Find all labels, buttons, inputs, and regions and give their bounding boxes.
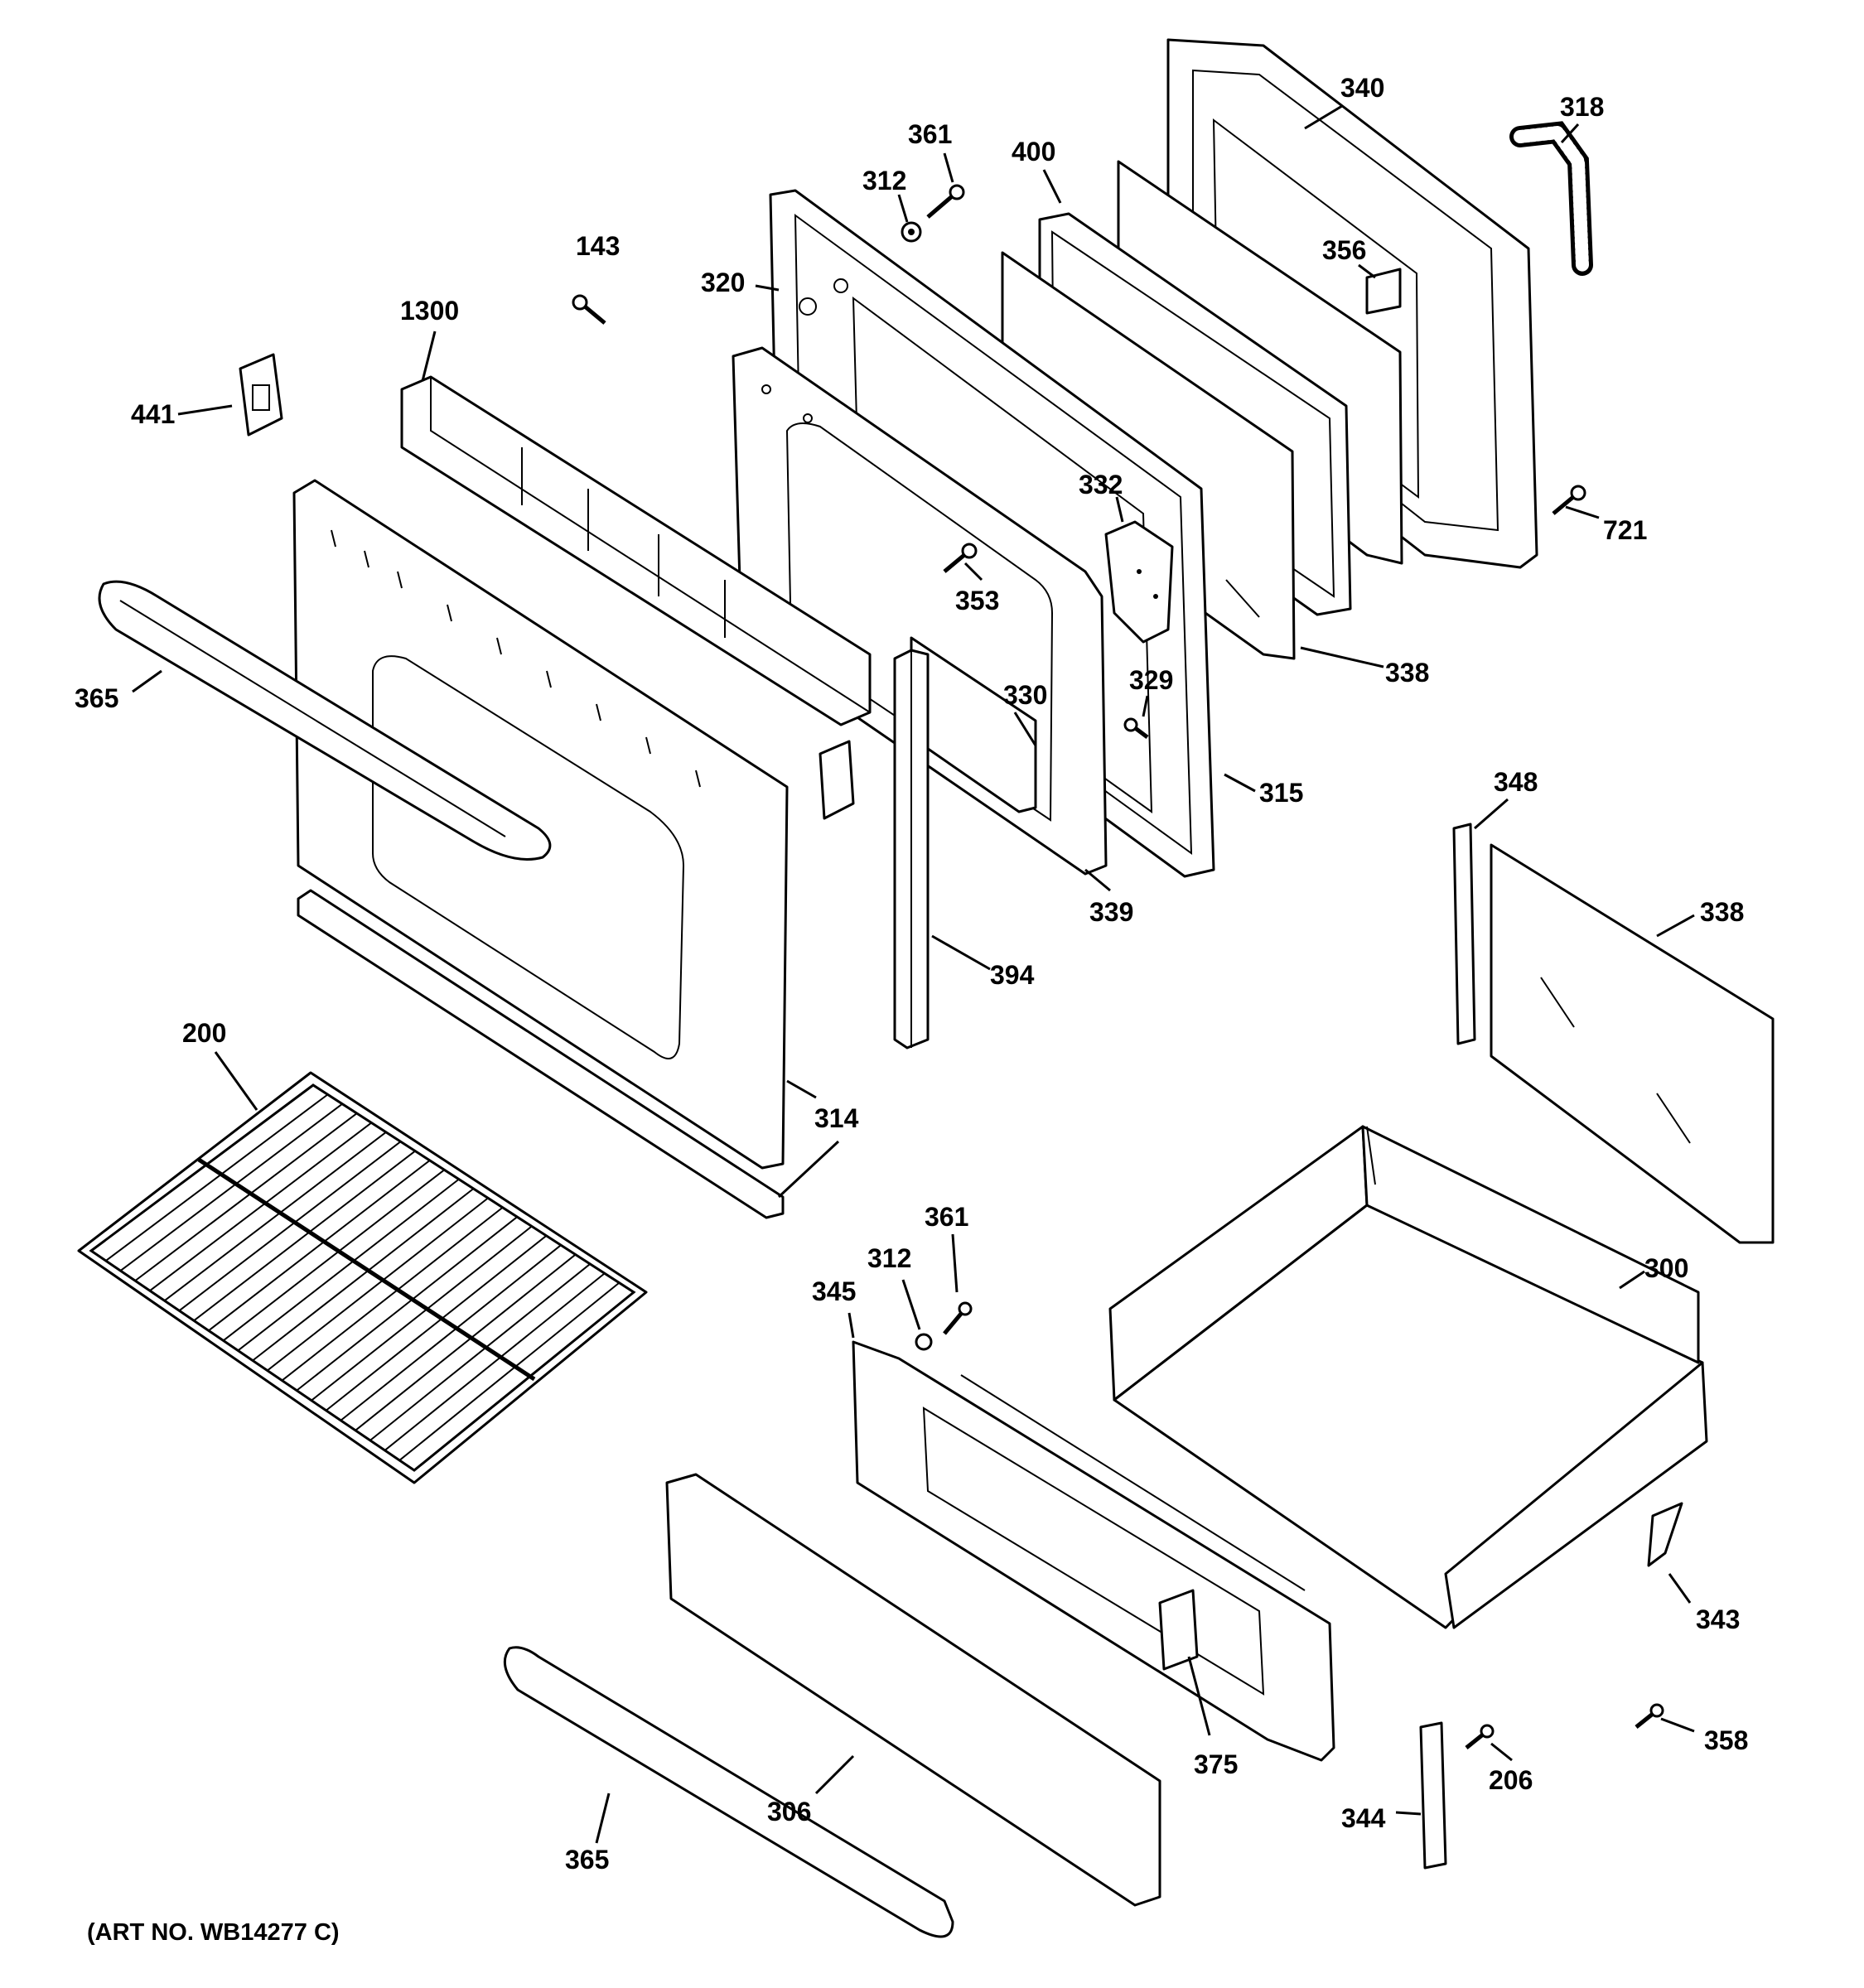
rack-wire	[384, 1272, 606, 1451]
rack-wire	[252, 1188, 475, 1362]
roller-343	[1647, 1502, 1683, 1567]
callout-300: 300	[1644, 1253, 1688, 1283]
callout-332: 332	[1079, 470, 1123, 499]
rack-wire	[296, 1216, 518, 1392]
callout-330: 330	[1003, 680, 1047, 710]
hinge-bracket	[819, 740, 855, 820]
insulation-332	[1104, 520, 1174, 644]
bracket-441	[239, 353, 283, 437]
vent-trim-1300	[400, 375, 872, 726]
rack-wire	[237, 1178, 460, 1352]
callout-312-lower: 312	[867, 1243, 911, 1273]
rack-wire	[178, 1141, 402, 1312]
callout-353: 353	[955, 586, 999, 615]
nut-312-lower	[915, 1333, 933, 1351]
rack-wire	[134, 1112, 358, 1281]
rack-wire	[355, 1253, 577, 1431]
rack-wire	[119, 1103, 343, 1271]
rack-wire	[267, 1197, 489, 1372]
callout-315: 315	[1259, 778, 1303, 808]
callout-312-upper: 312	[862, 166, 906, 195]
nut-312-upper	[901, 221, 922, 243]
callout-339: 339	[1089, 897, 1133, 927]
door-bottom-trim-314	[297, 889, 785, 1219]
callout-340: 340	[1340, 73, 1384, 103]
screw-206	[1465, 1724, 1495, 1749]
bracket-356	[1358, 263, 1402, 315]
oven-rack-200	[77, 1071, 648, 1484]
rack-wire	[398, 1281, 621, 1461]
callout-306: 306	[767, 1797, 811, 1826]
callout-365-upper: 365	[75, 683, 118, 713]
leader-lines	[132, 104, 1695, 1844]
art-number: (ART NO. WB14277 C)	[87, 1919, 340, 1946]
rack-wire	[208, 1160, 431, 1332]
bracket-375	[1158, 1589, 1199, 1671]
drawer-front-frame-345	[852, 1340, 1335, 1762]
screw-358	[1635, 1703, 1664, 1729]
rack-wire	[311, 1225, 533, 1402]
callout-375: 375	[1194, 1749, 1238, 1779]
door-gasket-318	[1509, 121, 1593, 276]
side-trim-394	[893, 649, 930, 1049]
rack-wire	[149, 1122, 372, 1291]
rack-wire	[326, 1235, 548, 1411]
rack-wire	[193, 1150, 416, 1322]
screw-361-lower	[943, 1301, 973, 1335]
callout-361-lower: 361	[925, 1202, 968, 1232]
callout-206: 206	[1489, 1765, 1533, 1795]
callout-365-lower: 365	[565, 1845, 609, 1875]
rack-wire	[369, 1263, 591, 1441]
screw-721	[1552, 485, 1586, 515]
callout-348: 348	[1494, 767, 1538, 797]
rack-wire	[164, 1132, 387, 1302]
screw-329	[1123, 717, 1149, 739]
screw-361-upper	[926, 184, 965, 219]
callout-1300: 1300	[400, 296, 459, 326]
rail-344	[1419, 1721, 1447, 1870]
rack-wire	[105, 1093, 329, 1262]
callout-320: 320	[701, 268, 745, 297]
rack-wire	[340, 1244, 562, 1421]
drawer-glass-338	[1490, 843, 1775, 1244]
callout-721: 721	[1603, 515, 1647, 545]
callout-labels: 340 318 361 400 312 143 320 356 1300 441…	[75, 73, 1748, 1946]
callout-361-upper: 361	[908, 119, 952, 149]
callout-441: 441	[131, 399, 175, 429]
screw-143	[572, 294, 606, 325]
callout-344: 344	[1341, 1803, 1386, 1833]
rack-wire	[281, 1206, 504, 1382]
callout-200: 200	[182, 1018, 226, 1048]
drawer-box-300	[1108, 1125, 1708, 1629]
rail-348	[1452, 823, 1476, 1045]
callout-338-lower: 338	[1700, 897, 1744, 927]
outer-door-314	[292, 479, 789, 1170]
rack-wire	[222, 1169, 445, 1342]
callout-329: 329	[1129, 665, 1173, 695]
callout-318: 318	[1560, 92, 1604, 122]
callout-358: 358	[1704, 1725, 1748, 1755]
callout-394: 394	[990, 960, 1035, 990]
callout-143: 143	[576, 231, 620, 261]
drawer-panel-306	[665, 1473, 1161, 1907]
callout-338-upper: 338	[1385, 658, 1429, 688]
callout-345: 345	[812, 1276, 856, 1306]
screw-353	[943, 543, 978, 573]
door-handle-365	[98, 580, 552, 861]
callout-400: 400	[1012, 137, 1055, 166]
drawer-handle-365	[503, 1646, 954, 1938]
callout-343: 343	[1696, 1604, 1740, 1634]
callout-314: 314	[814, 1103, 859, 1133]
callout-356: 356	[1322, 235, 1366, 265]
